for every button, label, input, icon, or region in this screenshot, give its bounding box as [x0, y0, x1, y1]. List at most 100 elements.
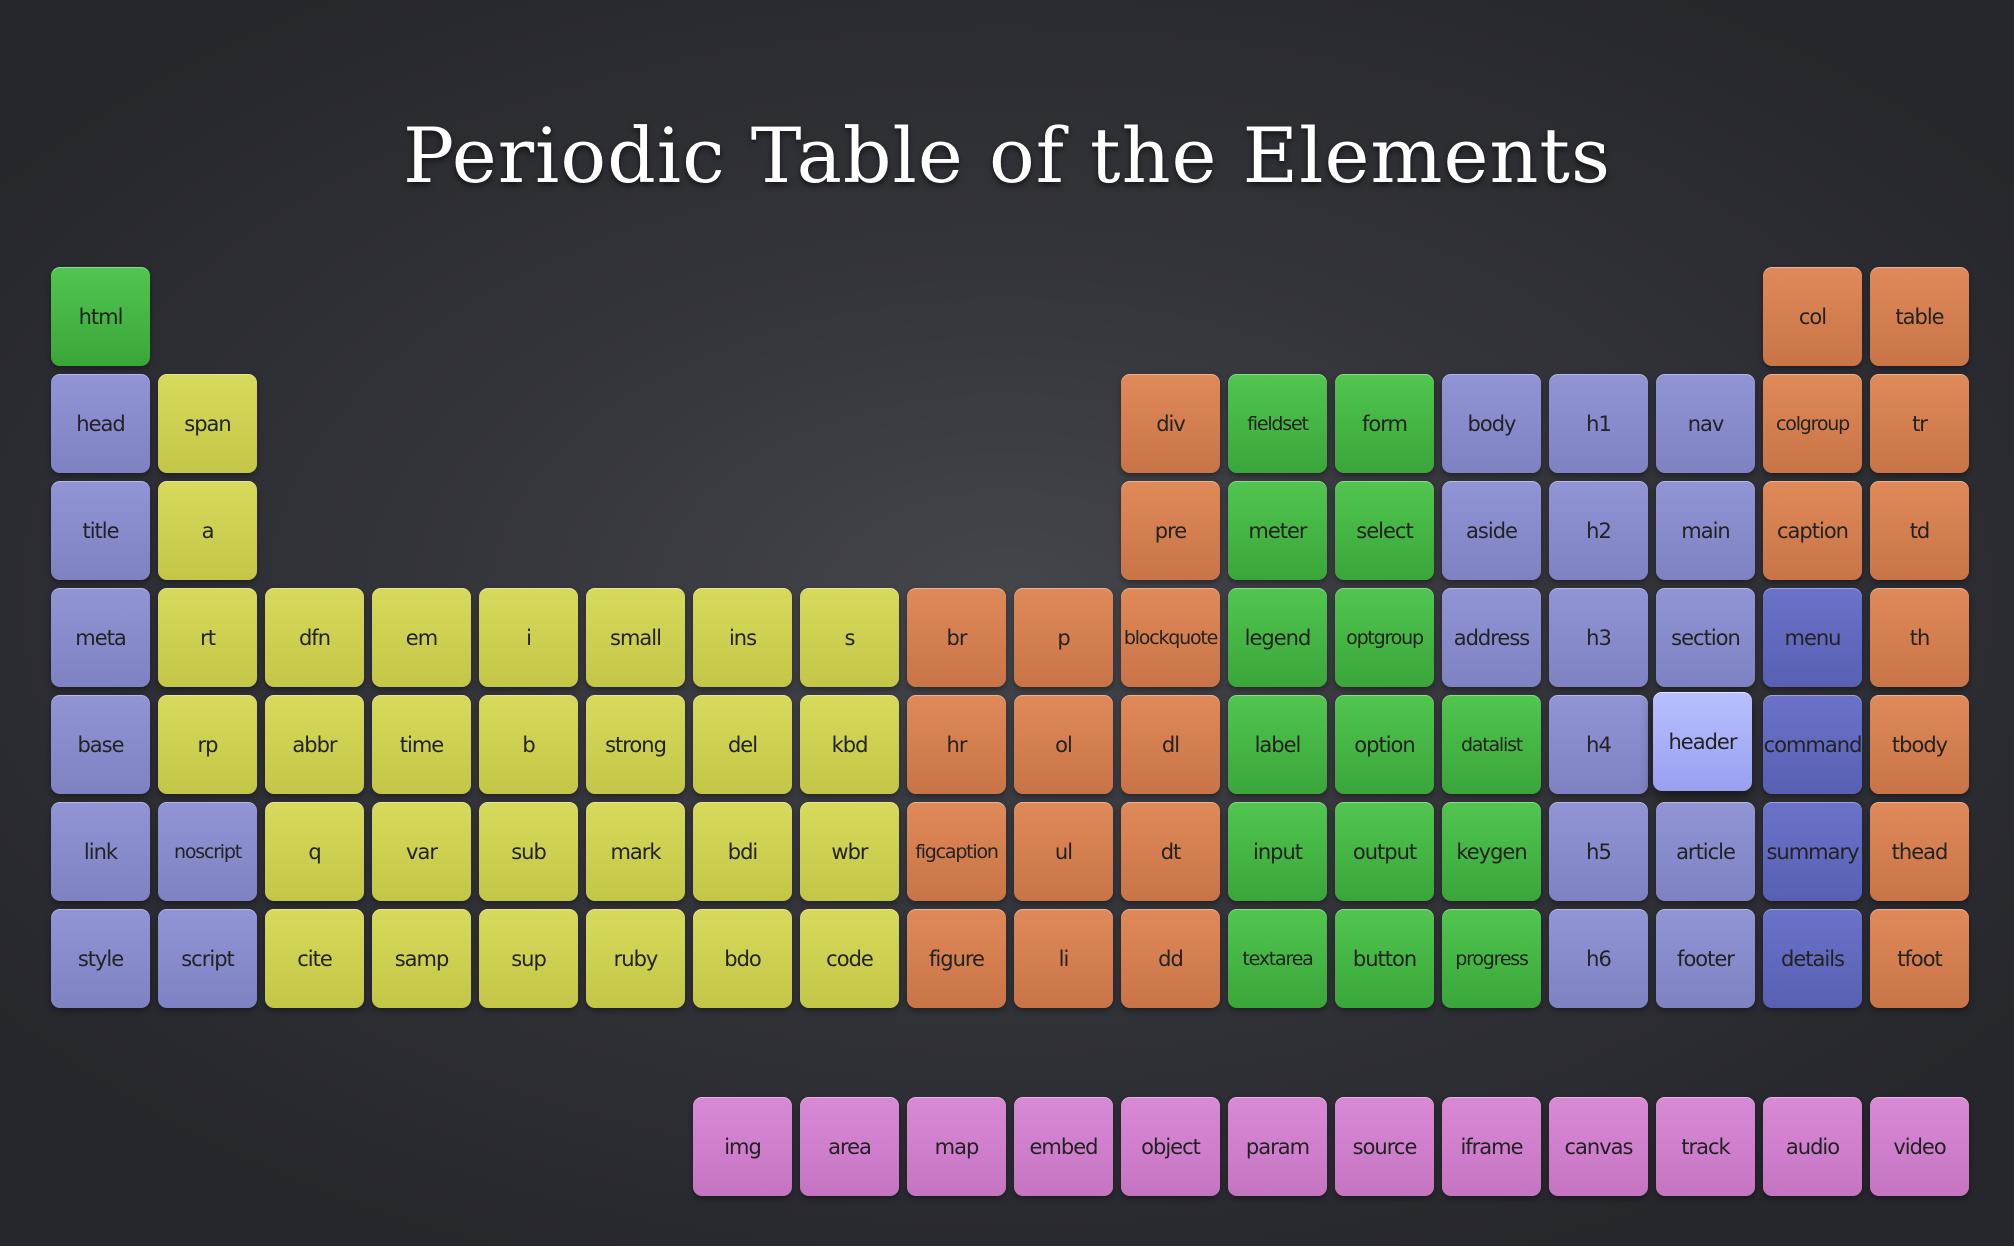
element-tile-tfoot[interactable]: tfoot: [1870, 909, 1969, 1008]
element-tile-menu[interactable]: menu: [1763, 588, 1862, 687]
element-tile-area[interactable]: area: [800, 1097, 899, 1196]
element-tile-kbd[interactable]: kbd: [800, 695, 899, 794]
element-tile-meta[interactable]: meta: [51, 588, 150, 687]
element-tile-tbody[interactable]: tbody: [1870, 695, 1969, 794]
element-tile-form[interactable]: form: [1335, 374, 1434, 473]
element-tile-track[interactable]: track: [1656, 1097, 1755, 1196]
element-tile-fieldset[interactable]: fieldset: [1228, 374, 1327, 473]
element-tile-article[interactable]: article: [1656, 802, 1755, 901]
element-tile-thead[interactable]: thead: [1870, 802, 1969, 901]
element-tile-source[interactable]: source: [1335, 1097, 1434, 1196]
element-tile-base[interactable]: base: [51, 695, 150, 794]
element-tile-summary[interactable]: summary: [1763, 802, 1862, 901]
element-tile-rt[interactable]: rt: [158, 588, 257, 687]
element-tile-select[interactable]: select: [1335, 481, 1434, 580]
element-tile-mark[interactable]: mark: [586, 802, 685, 901]
element-tile-map[interactable]: map: [907, 1097, 1006, 1196]
element-tile-pre[interactable]: pre: [1121, 481, 1220, 580]
element-tile-dfn[interactable]: dfn: [265, 588, 364, 687]
element-tile-embed[interactable]: embed: [1014, 1097, 1113, 1196]
element-tile-h3[interactable]: h3: [1549, 588, 1648, 687]
element-tile-colgroup[interactable]: colgroup: [1763, 374, 1862, 473]
element-tile-figure[interactable]: figure: [907, 909, 1006, 1008]
element-tile-footer[interactable]: footer: [1656, 909, 1755, 1008]
element-tile-h5[interactable]: h5: [1549, 802, 1648, 901]
element-tile-option[interactable]: option: [1335, 695, 1434, 794]
element-tile-dt[interactable]: dt: [1121, 802, 1220, 901]
element-tile-blockquote[interactable]: blockquote: [1121, 588, 1220, 687]
element-tile-video[interactable]: video: [1870, 1097, 1969, 1196]
element-tile-br[interactable]: br: [907, 588, 1006, 687]
element-tile-ins[interactable]: ins: [693, 588, 792, 687]
element-tile-nav[interactable]: nav: [1656, 374, 1755, 473]
element-tile-strong[interactable]: strong: [586, 695, 685, 794]
element-tile-rp[interactable]: rp: [158, 695, 257, 794]
element-tile-header[interactable]: header: [1653, 692, 1752, 791]
element-tile-meter[interactable]: meter: [1228, 481, 1327, 580]
element-tile-wbr[interactable]: wbr: [800, 802, 899, 901]
element-tile-p[interactable]: p: [1014, 588, 1113, 687]
element-tile-a[interactable]: a: [158, 481, 257, 580]
element-tile-label[interactable]: label: [1228, 695, 1327, 794]
element-tile-keygen[interactable]: keygen: [1442, 802, 1541, 901]
element-tile-script[interactable]: script: [158, 909, 257, 1008]
element-tile-dl[interactable]: dl: [1121, 695, 1220, 794]
element-tile-aside[interactable]: aside: [1442, 481, 1541, 580]
element-tile-ruby[interactable]: ruby: [586, 909, 685, 1008]
element-tile-link[interactable]: link: [51, 802, 150, 901]
element-tile-h4[interactable]: h4: [1549, 695, 1648, 794]
element-tile-button[interactable]: button: [1335, 909, 1434, 1008]
element-tile-hr[interactable]: hr: [907, 695, 1006, 794]
element-tile-span[interactable]: span: [158, 374, 257, 473]
element-tile-q[interactable]: q: [265, 802, 364, 901]
element-tile-td[interactable]: td: [1870, 481, 1969, 580]
element-tile-command[interactable]: command: [1763, 695, 1862, 794]
element-tile-section[interactable]: section: [1656, 588, 1755, 687]
element-tile-col[interactable]: col: [1763, 267, 1862, 366]
element-tile-th[interactable]: th: [1870, 588, 1969, 687]
element-tile-bdo[interactable]: bdo: [693, 909, 792, 1008]
element-tile-style[interactable]: style: [51, 909, 150, 1008]
element-tile-div[interactable]: div: [1121, 374, 1220, 473]
element-tile-canvas[interactable]: canvas: [1549, 1097, 1648, 1196]
element-tile-body[interactable]: body: [1442, 374, 1541, 473]
element-tile-h6[interactable]: h6: [1549, 909, 1648, 1008]
element-tile-optgroup[interactable]: optgroup: [1335, 588, 1434, 687]
element-tile-s[interactable]: s: [800, 588, 899, 687]
element-tile-ul[interactable]: ul: [1014, 802, 1113, 901]
element-tile-h2[interactable]: h2: [1549, 481, 1648, 580]
element-tile-sup[interactable]: sup: [479, 909, 578, 1008]
element-tile-param[interactable]: param: [1228, 1097, 1327, 1196]
element-tile-img[interactable]: img: [693, 1097, 792, 1196]
element-tile-audio[interactable]: audio: [1763, 1097, 1862, 1196]
element-tile-legend[interactable]: legend: [1228, 588, 1327, 687]
element-tile-tr[interactable]: tr: [1870, 374, 1969, 473]
element-tile-head[interactable]: head: [51, 374, 150, 473]
element-tile-ol[interactable]: ol: [1014, 695, 1113, 794]
element-tile-main[interactable]: main: [1656, 481, 1755, 580]
element-tile-html[interactable]: html: [51, 267, 150, 366]
element-tile-cite[interactable]: cite: [265, 909, 364, 1008]
element-tile-details[interactable]: details: [1763, 909, 1862, 1008]
element-tile-li[interactable]: li: [1014, 909, 1113, 1008]
element-tile-figcaption[interactable]: figcaption: [907, 802, 1006, 901]
element-tile-output[interactable]: output: [1335, 802, 1434, 901]
element-tile-h1[interactable]: h1: [1549, 374, 1648, 473]
element-tile-table[interactable]: table: [1870, 267, 1969, 366]
element-tile-noscript[interactable]: noscript: [158, 802, 257, 901]
element-tile-small[interactable]: small: [586, 588, 685, 687]
element-tile-textarea[interactable]: textarea: [1228, 909, 1327, 1008]
element-tile-bdi[interactable]: bdi: [693, 802, 792, 901]
element-tile-i[interactable]: i: [479, 588, 578, 687]
element-tile-em[interactable]: em: [372, 588, 471, 687]
element-tile-iframe[interactable]: iframe: [1442, 1097, 1541, 1196]
element-tile-b[interactable]: b: [479, 695, 578, 794]
element-tile-time[interactable]: time: [372, 695, 471, 794]
element-tile-sub[interactable]: sub: [479, 802, 578, 901]
element-tile-del[interactable]: del: [693, 695, 792, 794]
element-tile-object[interactable]: object: [1121, 1097, 1220, 1196]
element-tile-input[interactable]: input: [1228, 802, 1327, 901]
element-tile-samp[interactable]: samp: [372, 909, 471, 1008]
element-tile-dd[interactable]: dd: [1121, 909, 1220, 1008]
element-tile-address[interactable]: address: [1442, 588, 1541, 687]
